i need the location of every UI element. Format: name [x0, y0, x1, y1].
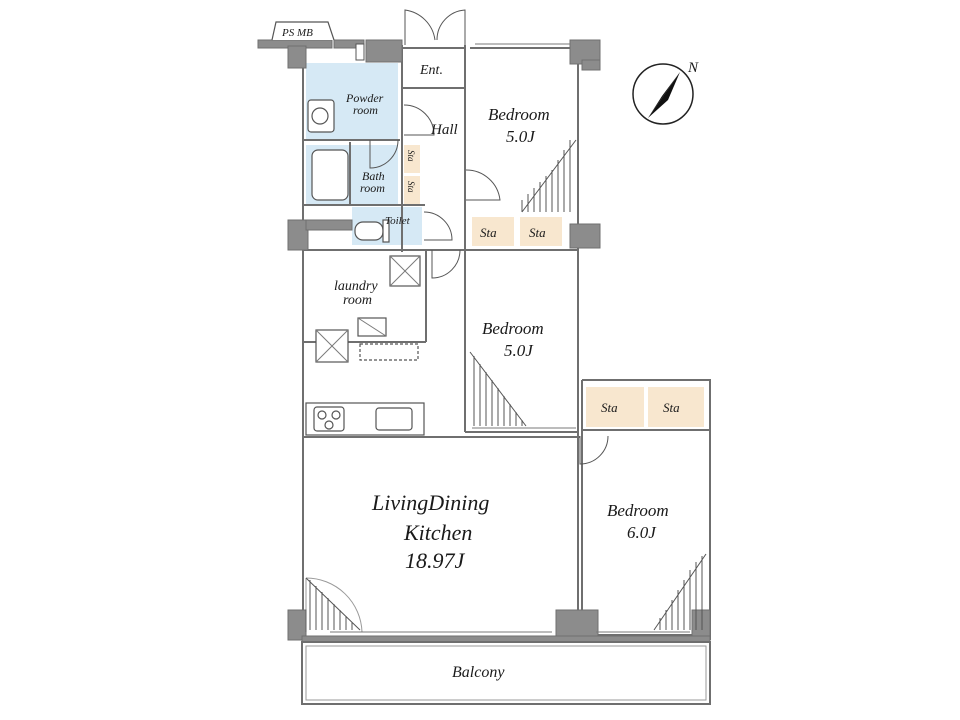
closet-hatching	[305, 139, 707, 631]
storage-label: Sta	[663, 400, 680, 415]
shaft-label: PS MB	[281, 27, 313, 39]
compass-letter: N	[687, 60, 699, 76]
kitchen-sink	[375, 407, 413, 431]
ldk-size: 18.97J	[405, 548, 466, 573]
doors	[305, 9, 609, 633]
bath-room-label-2: room	[360, 181, 385, 195]
fixtures	[305, 43, 425, 436]
shelf	[359, 343, 419, 361]
bedroom3-size: 6.0J	[627, 523, 657, 542]
storage-label: Sta	[406, 181, 416, 193]
hall-label: Hall	[430, 122, 458, 138]
compass-icon	[632, 63, 694, 125]
shaft-symbol: PS MB	[271, 21, 335, 41]
balcony	[301, 641, 711, 705]
storage-label: Sta	[406, 150, 416, 162]
storage-label: Sta	[480, 225, 497, 240]
bedroom3-name: Bedroom	[607, 501, 669, 520]
powder-room-label-1: Powder	[345, 91, 384, 105]
ldk-label-2: Kitchen	[403, 520, 472, 545]
toilet-label: Toilet	[385, 215, 411, 227]
ldk-label-1: LivingDining	[371, 490, 489, 515]
windows	[330, 43, 690, 633]
entrance-label: Ent.	[419, 63, 443, 78]
bath-room-label-1: Bath	[362, 169, 385, 183]
bedroom1-name: Bedroom	[488, 105, 550, 124]
compass: N	[632, 60, 699, 125]
bathtub	[311, 149, 349, 201]
bedroom2-size: 5.0J	[504, 341, 534, 360]
room-labels: Ent. Hall Powder room Bath room Toilet l…	[334, 63, 680, 681]
storage-label: Sta	[601, 400, 618, 415]
toilet-bowl	[354, 221, 384, 241]
laundry-room-label-2: room	[343, 293, 372, 308]
balcony-label: Balcony	[452, 664, 505, 681]
laundry-room-label-1: laundry	[334, 279, 378, 294]
bedroom2-name: Bedroom	[482, 319, 544, 338]
outline-walls	[302, 40, 711, 641]
powder-room-label-2: room	[353, 103, 378, 117]
storage-label: Sta	[529, 225, 546, 240]
bedroom1-size: 5.0J	[506, 127, 536, 146]
